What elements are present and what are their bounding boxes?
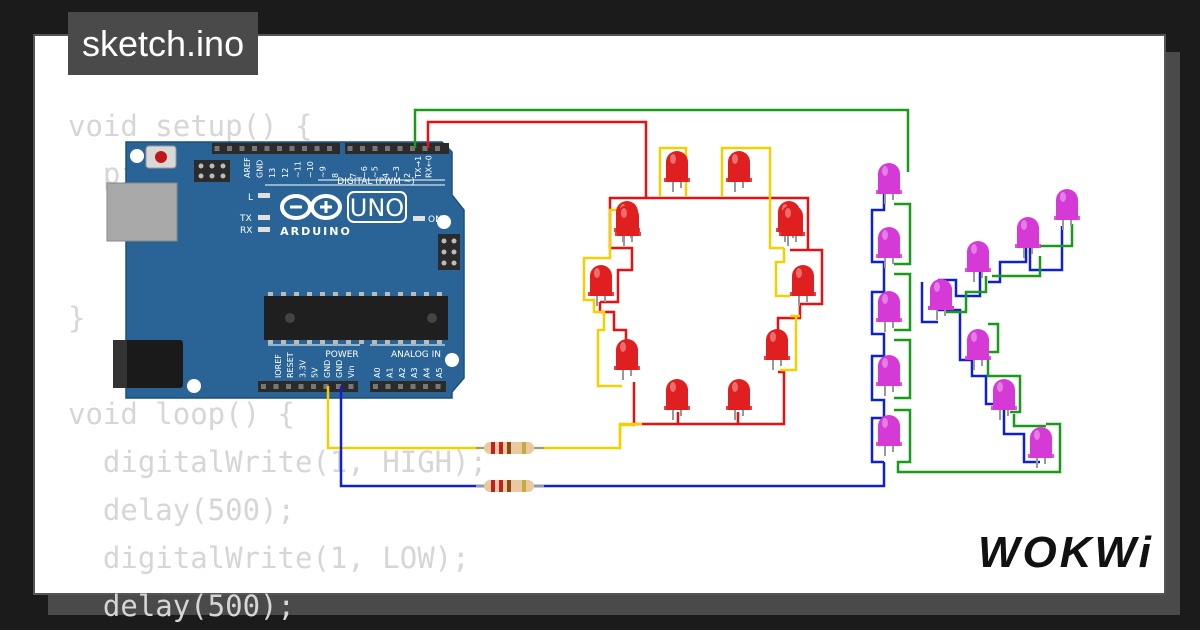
led-magenta[interactable] — [876, 415, 902, 456]
leds — [588, 151, 1080, 468]
led-label-rx: RX — [240, 226, 252, 236]
digital-pin-label: 8 — [331, 173, 340, 178]
sketch-title: sketch.ino — [68, 12, 259, 75]
digital-pin-label: 7 — [349, 173, 358, 178]
power-pin-label: RESET — [286, 352, 295, 378]
led-red[interactable] — [614, 339, 640, 380]
header-top-left — [212, 143, 340, 154]
resistor-1[interactable] — [476, 442, 544, 454]
led-red[interactable] — [790, 265, 816, 306]
analog-pin-label: A0 — [373, 367, 382, 378]
power-label: POWER — [325, 350, 358, 360]
led-magenta[interactable] — [965, 329, 991, 370]
atmega-chip — [264, 292, 448, 344]
digital-pin-label: 12 — [281, 168, 290, 178]
led-red[interactable] — [779, 205, 805, 246]
led-label-l: L — [248, 193, 253, 203]
digital-pin-label: ~11 — [293, 161, 302, 178]
led-magenta[interactable] — [1015, 217, 1041, 258]
wire-green-d2[interactable] — [413, 108, 910, 172]
digital-pin-label: ~9 — [319, 166, 328, 178]
led-magenta[interactable] — [1028, 427, 1054, 468]
icsp-header-2 — [438, 234, 460, 270]
analog-label: ANALOG IN — [391, 350, 441, 360]
led-red[interactable] — [664, 151, 690, 192]
reset-button[interactable] — [155, 151, 167, 163]
on-led-label: ON — [428, 215, 442, 225]
led-magenta[interactable] — [876, 163, 902, 204]
led-magenta[interactable] — [991, 379, 1017, 420]
header-power — [258, 381, 358, 392]
digital-pin-label: 13 — [268, 168, 277, 178]
wokwi-logo: WOKWi — [978, 528, 1154, 577]
digital-pin-label: 4 — [381, 173, 390, 178]
digital-pin-label: ~5 — [371, 166, 380, 178]
digital-label: DIGITAL (PWM ~) — [337, 177, 415, 187]
analog-pin-label: A3 — [410, 367, 419, 378]
led-red[interactable] — [726, 379, 752, 420]
header-top-right — [345, 143, 449, 154]
mount-hole — [187, 379, 201, 393]
led-label-tx: TX — [239, 214, 252, 224]
analog-pin-label: A4 — [423, 367, 432, 378]
digital-pin-label: RX←0 — [425, 155, 434, 178]
arduino-logo: UNO ARDUINO — [280, 191, 407, 238]
power-pin-label: Vin — [347, 365, 356, 378]
analog-pin-label: A2 — [398, 367, 407, 378]
led-red[interactable] — [615, 205, 641, 246]
mount-hole — [437, 215, 451, 229]
led-red[interactable] — [664, 379, 690, 420]
power-pin-label: IOREF — [274, 354, 283, 378]
led-red[interactable] — [726, 151, 752, 192]
usb-port — [106, 182, 178, 242]
digital-pin-label: TX→1 — [414, 156, 423, 179]
digital-pin-label: ~3 — [392, 166, 401, 178]
wire-red-d1[interactable] — [426, 120, 648, 198]
led-magenta[interactable] — [965, 241, 991, 282]
analog-pin-label: A1 — [385, 367, 394, 378]
power-pin-label: 5V — [311, 367, 320, 378]
mount-hole — [130, 149, 144, 163]
arduino-brand: ARDUINO — [280, 225, 352, 238]
digital-pin-label: ~10 — [306, 161, 315, 178]
uno-label: UNO — [350, 194, 404, 222]
wire-yellow-gnd[interactable] — [326, 386, 486, 450]
digital-pin-label: AREF — [243, 157, 252, 178]
led-magenta[interactable] — [876, 291, 902, 332]
power-pin-label: GND — [335, 360, 344, 378]
resistor-2[interactable] — [476, 480, 544, 492]
led-red[interactable] — [588, 265, 614, 306]
led-red[interactable] — [764, 329, 790, 370]
led-magenta[interactable] — [876, 227, 902, 268]
digital-pin-label: GND — [256, 160, 265, 178]
led-magenta[interactable] — [1054, 189, 1080, 230]
led-magenta[interactable] — [928, 279, 954, 320]
analog-pin-label: A5 — [435, 367, 444, 378]
header-analog — [370, 381, 446, 392]
led-magenta[interactable] — [876, 355, 902, 396]
digital-pin-label: ~6 — [360, 166, 369, 178]
icsp-header — [194, 160, 230, 182]
mount-hole — [445, 353, 459, 367]
wire-blue-gnd[interactable] — [339, 386, 486, 488]
power-pin-label: GND — [323, 360, 332, 378]
power-jack — [113, 340, 183, 388]
onboard-leds: L TX RX ON — [239, 193, 442, 236]
power-pin-label: 3.3V — [298, 359, 307, 378]
digital-pin-label: 2 — [403, 173, 412, 178]
